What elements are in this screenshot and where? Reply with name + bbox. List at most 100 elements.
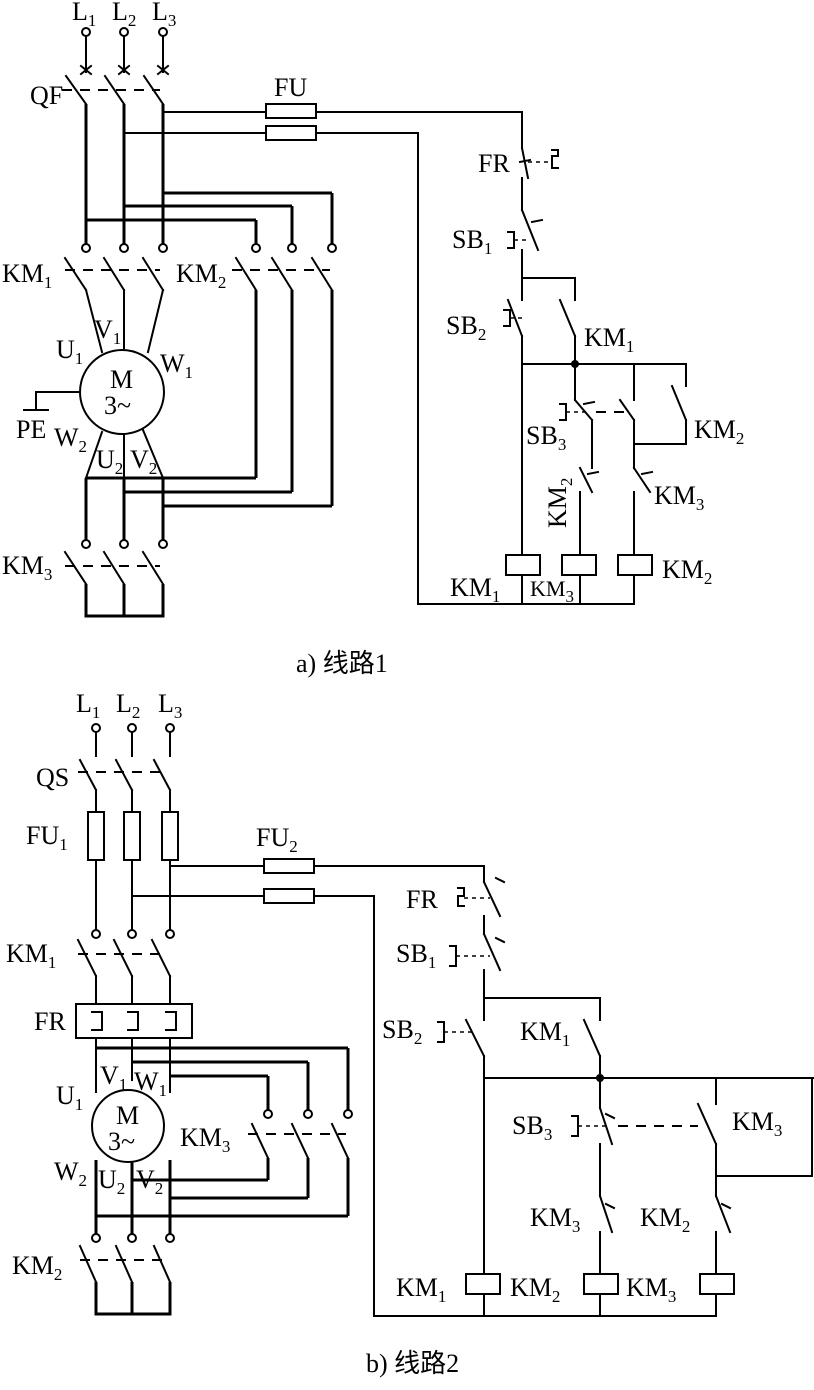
b-label-FU2: FU [256, 823, 289, 852]
a-qf-breaker [62, 74, 165, 106]
svg-text:KM3: KM3 [180, 1123, 230, 1156]
a-label-L2: L [112, 0, 128, 26]
b-label-V1: V [100, 1061, 119, 1090]
svg-text:V2: V2 [136, 1165, 163, 1198]
b-qs-switch [78, 758, 172, 813]
b-label-FR-main: FR [34, 1007, 66, 1036]
b-label-L2: L [116, 689, 132, 718]
svg-text:SB3: SB3 [526, 421, 566, 454]
svg-text:KM3: KM3 [732, 1107, 782, 1140]
b-caption: b) 线路2 [366, 1349, 459, 1378]
svg-text:U2: U2 [96, 445, 123, 478]
svg-text:KM2: KM2 [12, 1251, 62, 1284]
svg-text:SB1: SB1 [396, 939, 436, 972]
b-km3-main-contacts [248, 1109, 353, 1216]
a-label-KM1-main: KM [2, 259, 44, 288]
svg-text:U1: U1 [56, 335, 83, 368]
a-label-SB1: SB [452, 225, 484, 254]
a-caption: a) 线路1 [296, 649, 388, 678]
b-km1-main-contacts [76, 929, 175, 1005]
b-label-L1: L [76, 689, 92, 718]
b-label-V2: V [136, 1165, 155, 1194]
a-label-KM1-aux: KM [584, 323, 626, 352]
a-km3-main-contacts [63, 539, 168, 618]
a-label-FU: FU [274, 73, 307, 102]
svg-text:KM3: KM3 [2, 551, 52, 584]
b-label-U1: U [56, 1081, 75, 1110]
svg-text:SB3: SB3 [512, 1111, 552, 1144]
svg-text:V1: V1 [94, 315, 121, 348]
a-labels: L1 L2 L3 QF FU FR SB1 SB2 SB3 KM1 KM2 KM… [2, 0, 744, 678]
diagram-b: L1 L2 L3 QS FU1 FU2 FR FR SB1 SB2 SB3 KM… [6, 689, 814, 1378]
svg-text:KM2: KM2 [510, 1273, 560, 1306]
svg-text:L2: L2 [112, 0, 136, 30]
b-km2-main-contacts [78, 1233, 175, 1316]
b-label-KM2-coil: KM [510, 1273, 552, 1302]
a-label-KM2-nc: KM [543, 486, 572, 528]
b-label-U2: U [98, 1165, 117, 1194]
b-label-SB3: SB [512, 1111, 544, 1140]
a-label-KM2-aux: KM [694, 415, 736, 444]
svg-text:FU2: FU2 [256, 823, 298, 856]
a-fu-fuses [123, 103, 523, 141]
b-label-KM1-main: KM [6, 939, 48, 968]
svg-text:KM1: KM1 [2, 259, 52, 292]
svg-text:KM3: KM3 [530, 576, 574, 606]
a-km1-main-contacts [63, 243, 168, 354]
a-label-V2: V [130, 445, 149, 474]
a-motor-M: M [110, 365, 133, 394]
a-label-W1: W [160, 349, 185, 378]
b-motor-M: M [116, 1101, 139, 1130]
a-label-KM1-coil: KM [450, 573, 492, 602]
svg-text:KM2: KM2 [640, 1203, 690, 1236]
b-fu1-fuses [87, 811, 179, 931]
svg-text:KM1: KM1 [584, 323, 634, 356]
a-label-KM2-coil: KM [662, 555, 704, 584]
svg-text:L2: L2 [116, 689, 140, 722]
a-label-KM3-main: KM [2, 551, 44, 580]
a-lower-connections [84, 476, 332, 540]
b-lower-connections [94, 1160, 348, 1234]
b-label-SB1: SB [396, 939, 428, 968]
b-label-W1: W [134, 1067, 159, 1096]
b-label-KM1-coil: KM [396, 1273, 438, 1302]
b-label-KM3-aux: KM [732, 1107, 774, 1136]
svg-text:KM1: KM1 [6, 939, 56, 972]
b-label-W2: W [54, 1157, 79, 1186]
svg-text:KM3: KM3 [626, 1273, 676, 1306]
svg-text:SB1: SB1 [452, 225, 492, 258]
svg-text:KM2: KM2 [662, 555, 712, 588]
svg-text:KM1: KM1 [396, 1273, 446, 1306]
b-label-KM3-main: KM [180, 1123, 222, 1152]
svg-text:U2: U2 [98, 1165, 125, 1198]
b-label-L3: L [158, 689, 174, 718]
svg-text:KM1: KM1 [520, 1017, 570, 1050]
a-label-SB2: SB [446, 311, 478, 340]
b-delta-connections [96, 1046, 350, 1110]
b-label-FU1: FU [26, 821, 59, 850]
svg-text:KM1: KM1 [450, 573, 500, 606]
a-label-FR: FR [478, 149, 510, 178]
a-label-U2: U [96, 445, 115, 474]
svg-text:KM2: KM2 [176, 259, 226, 292]
b-fu2-fuses [131, 858, 485, 904]
a-label-KM3-coil: KM [530, 576, 565, 601]
svg-text:V2: V2 [130, 445, 157, 478]
svg-text:W2: W2 [54, 423, 87, 456]
b-label-KM2-main: KM [12, 1251, 54, 1280]
b-label-KM3-coil: KM [626, 1273, 668, 1302]
a-label-V1: V [94, 315, 113, 344]
svg-text:U1: U1 [56, 1081, 83, 1114]
a-km2-main-contacts [232, 243, 337, 506]
b-motor [91, 1089, 165, 1163]
a-label-PE: PE [16, 415, 46, 444]
a-supply-terminals [79, 27, 170, 76]
svg-text:KM2: KM2 [543, 478, 576, 528]
a-motor-phase: 3~ [104, 391, 131, 420]
b-control-circuit [373, 865, 814, 1317]
b-label-FR-ctrl: FR [406, 885, 438, 914]
a-motor [23, 349, 165, 480]
a-label-SB3: SB [526, 421, 558, 450]
a-label-W2: W [54, 423, 79, 452]
